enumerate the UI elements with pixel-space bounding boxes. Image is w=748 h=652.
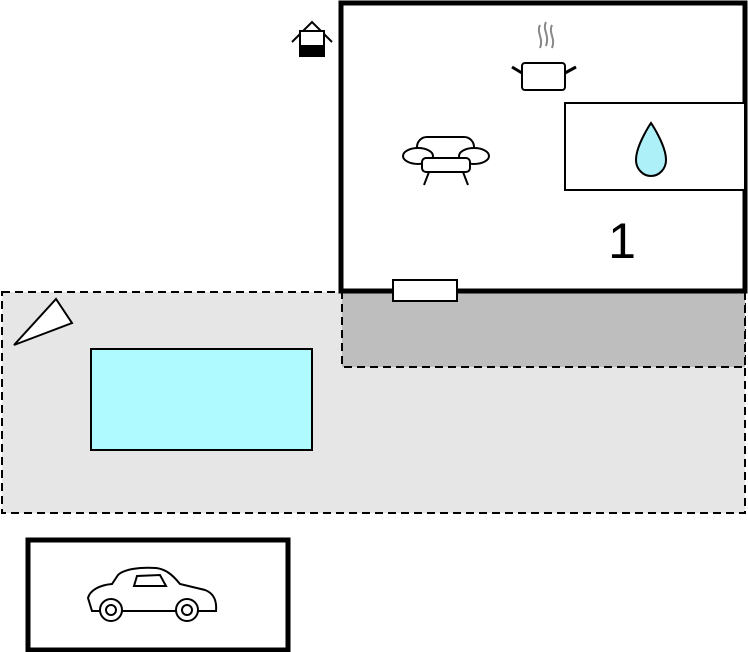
door <box>392 279 458 302</box>
car-icon <box>86 566 218 622</box>
house-icon <box>291 20 333 57</box>
room-number-label: 1 <box>608 213 636 269</box>
swimming-pool <box>90 348 313 451</box>
sofa-icon <box>402 136 490 186</box>
cooking-pot-icon <box>511 21 577 91</box>
covered-terrace-area <box>341 291 746 368</box>
water-drop-icon <box>634 121 668 178</box>
compass-icon <box>13 297 74 346</box>
